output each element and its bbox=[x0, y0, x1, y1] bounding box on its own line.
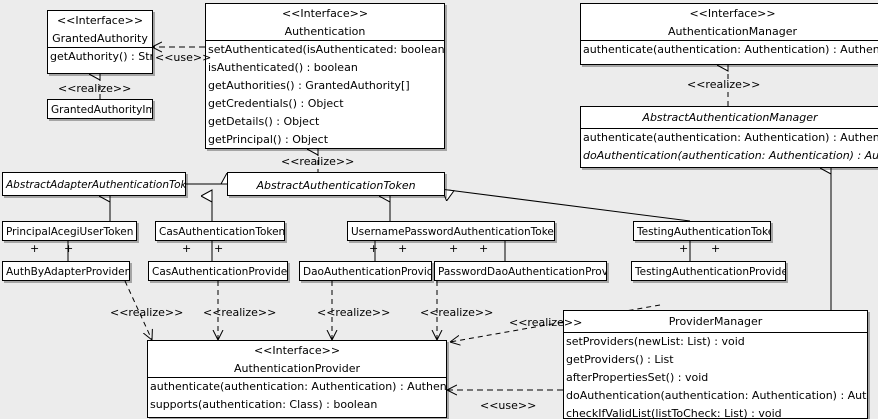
class-name: AbstractAuthenticationToken bbox=[256, 179, 416, 192]
class-name: CasAuthenticationProvider bbox=[152, 266, 288, 278]
association-marker: + bbox=[214, 242, 224, 255]
class-name: UsernamePasswordAuthenticationToken bbox=[351, 226, 555, 238]
association-marker: + bbox=[679, 242, 689, 255]
class-authentication-provider[interactable]: <<Interface>> AuthenticationProvider aut… bbox=[147, 340, 447, 418]
stereotype-label: <<Interface>> bbox=[281, 7, 369, 20]
operation: getPrincipal() : Object bbox=[208, 133, 329, 146]
operation: getCredentials() : Object bbox=[208, 97, 344, 110]
class-name: DaoAuthenticationProvider bbox=[303, 266, 432, 278]
edge-label-realize-auth-by-adapter: <<realize>> bbox=[110, 306, 184, 319]
class-divider bbox=[564, 332, 867, 333]
class-divider bbox=[148, 377, 446, 378]
edge-label-use-granted-authority: <<use>> bbox=[155, 51, 212, 64]
class-granted-authority[interactable]: <<Interface>> GrantedAuthority getAuthor… bbox=[47, 10, 153, 74]
operation: afterPropertiesSet() : void bbox=[566, 371, 709, 384]
stereotype-label: <<Interface>> bbox=[253, 344, 341, 357]
association-marker: + bbox=[398, 242, 408, 255]
class-cas-authentication-provider[interactable]: CasAuthenticationProvider bbox=[148, 261, 288, 281]
class-username-password-authentication-token[interactable]: UsernamePasswordAuthenticationToken bbox=[347, 221, 555, 241]
class-password-dao-authentication-provider[interactable]: PasswordDaoAuthenticationProvider bbox=[434, 261, 607, 281]
class-header: ProviderManager bbox=[564, 311, 867, 332]
operation: setAuthenticated(isAuthenticated: boolea… bbox=[208, 43, 445, 56]
operations-compartment: setAuthenticated(isAuthenticated: boolea… bbox=[206, 41, 445, 148]
operations-compartment: setProviders(newList: List) : void getPr… bbox=[564, 333, 867, 419]
operation: authenticate(authentication: Authenticat… bbox=[150, 380, 447, 393]
association-marker: + bbox=[449, 242, 459, 255]
stereotype-label: <<Interface>> bbox=[56, 14, 144, 27]
association-marker: + bbox=[479, 242, 489, 255]
operations-compartment: getAuthority() : String bbox=[48, 48, 152, 66]
class-header: AbstractAuthenticationManager bbox=[581, 107, 878, 128]
class-divider bbox=[206, 40, 444, 41]
class-name: PasswordDaoAuthenticationProvider bbox=[438, 266, 606, 278]
association-marker: + bbox=[711, 242, 721, 255]
class-name: ProviderManager bbox=[668, 315, 763, 328]
operation: getProviders() : List bbox=[566, 353, 674, 366]
association-marker: + bbox=[64, 242, 74, 255]
class-provider-manager[interactable]: ProviderManager setProviders(newList: Li… bbox=[563, 310, 868, 419]
class-name: TestingAuthenticationToken bbox=[637, 226, 771, 238]
stereotype-label: <<Interface>> bbox=[689, 7, 776, 20]
class-name: TestingAuthenticationProvider bbox=[635, 266, 786, 278]
class-name: AuthByAdapterProvider bbox=[6, 266, 129, 278]
operation: checkIfValidList(listToCheck: List) : vo… bbox=[566, 407, 782, 419]
operation: getDetails() : Object bbox=[208, 115, 320, 128]
class-abstract-adapter-authentication-token[interactable]: AbstractAdapterAuthenticationToken bbox=[2, 172, 186, 196]
operation: authenticate(authentication: Authenticat… bbox=[583, 131, 878, 144]
association-marker: + bbox=[182, 242, 192, 255]
class-name: AuthenticationProvider bbox=[233, 362, 361, 375]
class-name: PrincipalAcegiUserToken bbox=[6, 226, 134, 238]
class-name: GrantedAuthority bbox=[52, 32, 148, 45]
operations-compartment: authenticate(authentication: Authenticat… bbox=[581, 41, 878, 59]
class-header: <<Interface>> AuthenticationManager bbox=[581, 4, 878, 40]
class-name: Authentication bbox=[284, 25, 366, 38]
association-marker: + bbox=[30, 242, 40, 255]
class-testing-authentication-token[interactable]: TestingAuthenticationToken bbox=[633, 221, 771, 241]
class-testing-authentication-provider[interactable]: TestingAuthenticationProvider bbox=[631, 261, 786, 281]
class-principal-acegi-user-token[interactable]: PrincipalAcegiUserToken bbox=[2, 221, 137, 241]
class-cas-authentication-token[interactable]: CasAuthenticationToken bbox=[155, 221, 285, 241]
class-authentication[interactable]: <<Interface>> Authentication setAuthenti… bbox=[205, 3, 445, 149]
class-header: <<Interface>> AuthenticationProvider bbox=[148, 341, 446, 377]
class-name: AbstractAdapterAuthenticationToken bbox=[6, 179, 186, 191]
edge-label-realize-abstract-authentication-token: <<realize>> bbox=[281, 155, 355, 168]
operation: doAuthentication(authentication: Authent… bbox=[566, 389, 867, 402]
class-header: <<Interface>> GrantedAuthority bbox=[48, 11, 152, 47]
operation: supports(authentication: Class) : boolea… bbox=[150, 398, 378, 411]
class-header: <<Interface>> Authentication bbox=[206, 4, 444, 40]
operation: setProviders(newList: List) : void bbox=[566, 335, 745, 348]
class-name: GrantedAuthorityImpl bbox=[51, 104, 152, 116]
edge-label-realize-granted-authority-impl: <<realize>> bbox=[58, 82, 132, 95]
class-abstract-authentication-token[interactable]: AbstractAuthenticationToken bbox=[227, 172, 445, 196]
class-granted-authority-impl[interactable]: GrantedAuthorityImpl bbox=[47, 99, 153, 119]
operation: getAuthority() : String bbox=[50, 50, 153, 63]
association-marker: + bbox=[369, 242, 379, 255]
class-divider bbox=[581, 40, 878, 41]
class-abstract-authentication-manager[interactable]: AbstractAuthenticationManager authentica… bbox=[580, 106, 878, 168]
operations-compartment: authenticate(authentication: Authenticat… bbox=[581, 129, 878, 165]
class-name: AuthenticationManager bbox=[668, 25, 797, 38]
class-name: AbstractAuthenticationManager bbox=[642, 111, 818, 124]
edge-label-realize-dao-provider: <<realize>> bbox=[317, 306, 391, 319]
edge-label-realize-provider-manager: <<realize>> bbox=[509, 316, 583, 329]
class-authentication-manager[interactable]: <<Interface>> AuthenticationManager auth… bbox=[580, 3, 878, 65]
class-auth-by-adapter-provider[interactable]: AuthByAdapterProvider bbox=[2, 261, 130, 281]
operations-compartment: authenticate(authentication: Authenticat… bbox=[148, 378, 446, 414]
edge-label-realize-authentication-manager: <<realize>> bbox=[687, 78, 761, 91]
edge-label-use-provider-manager: <<use>> bbox=[480, 399, 537, 412]
class-name: CasAuthenticationToken bbox=[159, 226, 285, 238]
operation: getAuthorities() : GrantedAuthority[] bbox=[208, 79, 410, 92]
edge-label-realize-cas-provider: <<realize>> bbox=[203, 306, 277, 319]
class-dao-authentication-provider[interactable]: DaoAuthenticationProvider bbox=[299, 261, 432, 281]
operation: isAuthenticated() : boolean bbox=[208, 61, 358, 74]
edge-label-realize-password-dao-provider: <<realize>> bbox=[420, 306, 494, 319]
operation-abstract: doAuthentication(authentication: Authent… bbox=[583, 149, 878, 162]
class-divider bbox=[48, 47, 152, 48]
class-divider bbox=[581, 128, 878, 129]
operation: authenticate(authentication: Authenticat… bbox=[583, 43, 878, 56]
